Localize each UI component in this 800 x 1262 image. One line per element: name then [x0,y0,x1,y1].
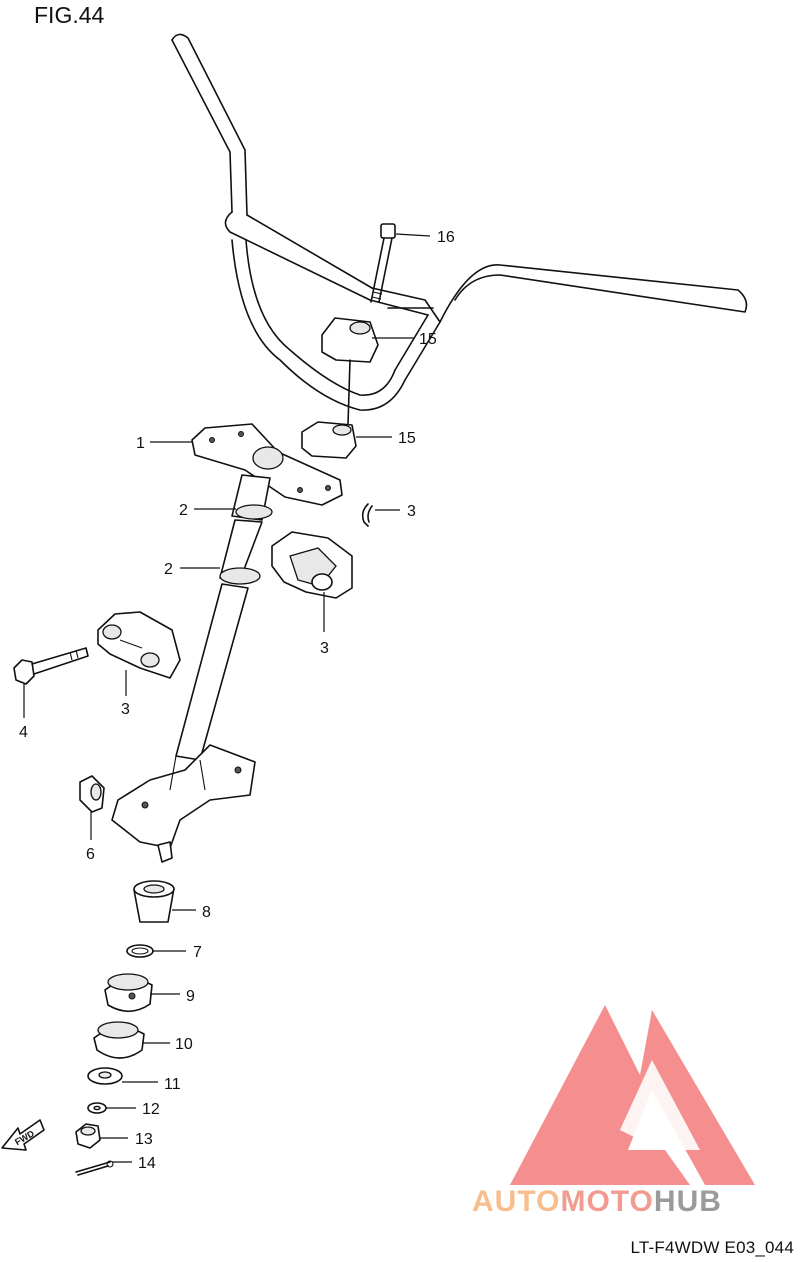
callout-10: 10 [175,1036,193,1053]
callout-8: 8 [202,904,211,921]
logo-mark-icon [510,1005,755,1185]
callout-3-left: 3 [121,701,130,718]
leader-lines [23,233,431,1163]
callout-7: 7 [193,944,202,961]
callout-15-upper: 15 [419,331,437,348]
fwd-arrow-icon: FWD [1,1119,45,1151]
logo-hub: HUB [654,1185,722,1218]
callout-4: 4 [19,724,28,741]
callout-12: 12 [142,1101,160,1118]
part-4-bolt [13,647,89,685]
handlebar [171,33,748,411]
part-3-left-holder [97,611,181,679]
figure-code: LT-F4WDW E03_044 [630,1238,794,1257]
callout-14: 14 [138,1155,156,1172]
part-15-lower-holder [301,421,357,459]
logo-inner-icon [620,1060,700,1150]
callout-labels: 16 15 15 1 2 3 2 3 4 3 6 8 7 9 10 11 12 … [19,229,455,1172]
svg-text:AUTOMOTOHUB: AUTOMOTOHUB [472,1185,722,1218]
part-3-clip [361,503,373,527]
logo-auto: AUTO [472,1185,560,1218]
part-11-washer [87,1067,123,1085]
part-16-bolt [370,223,396,303]
callout-1: 1 [136,435,145,452]
callout-2-upper: 2 [179,502,188,519]
figure-title: FIG.44 [34,2,105,28]
part-3-right-holder [271,531,353,599]
callout-2-lower: 2 [164,561,173,578]
watermark-logo: AUTOMOTOHUB [472,1005,755,1218]
logo-moto: MOTO [560,1185,653,1218]
callout-3-right: 3 [320,640,329,657]
part-6-damper [79,775,105,813]
callout-11: 11 [164,1076,181,1093]
part-8-bushing [133,880,175,923]
callout-13: 13 [135,1131,153,1148]
part-14-cotter-pin [75,1160,114,1176]
part-7-ring [126,944,154,958]
part-1-plate [191,423,343,506]
callout-6: 6 [86,846,95,863]
callout-16: 16 [437,229,455,246]
part-9-seal [104,973,153,1013]
callout-3-clip: 3 [407,503,416,520]
part-10-seal [93,1021,145,1059]
part-13-nut [75,1123,101,1149]
callout-9: 9 [186,988,195,1005]
callout-15-lower: 15 [398,430,416,447]
part-12-washer [87,1102,107,1114]
part-steering-shaft [111,474,273,863]
part-15-upper-holder [321,317,379,426]
